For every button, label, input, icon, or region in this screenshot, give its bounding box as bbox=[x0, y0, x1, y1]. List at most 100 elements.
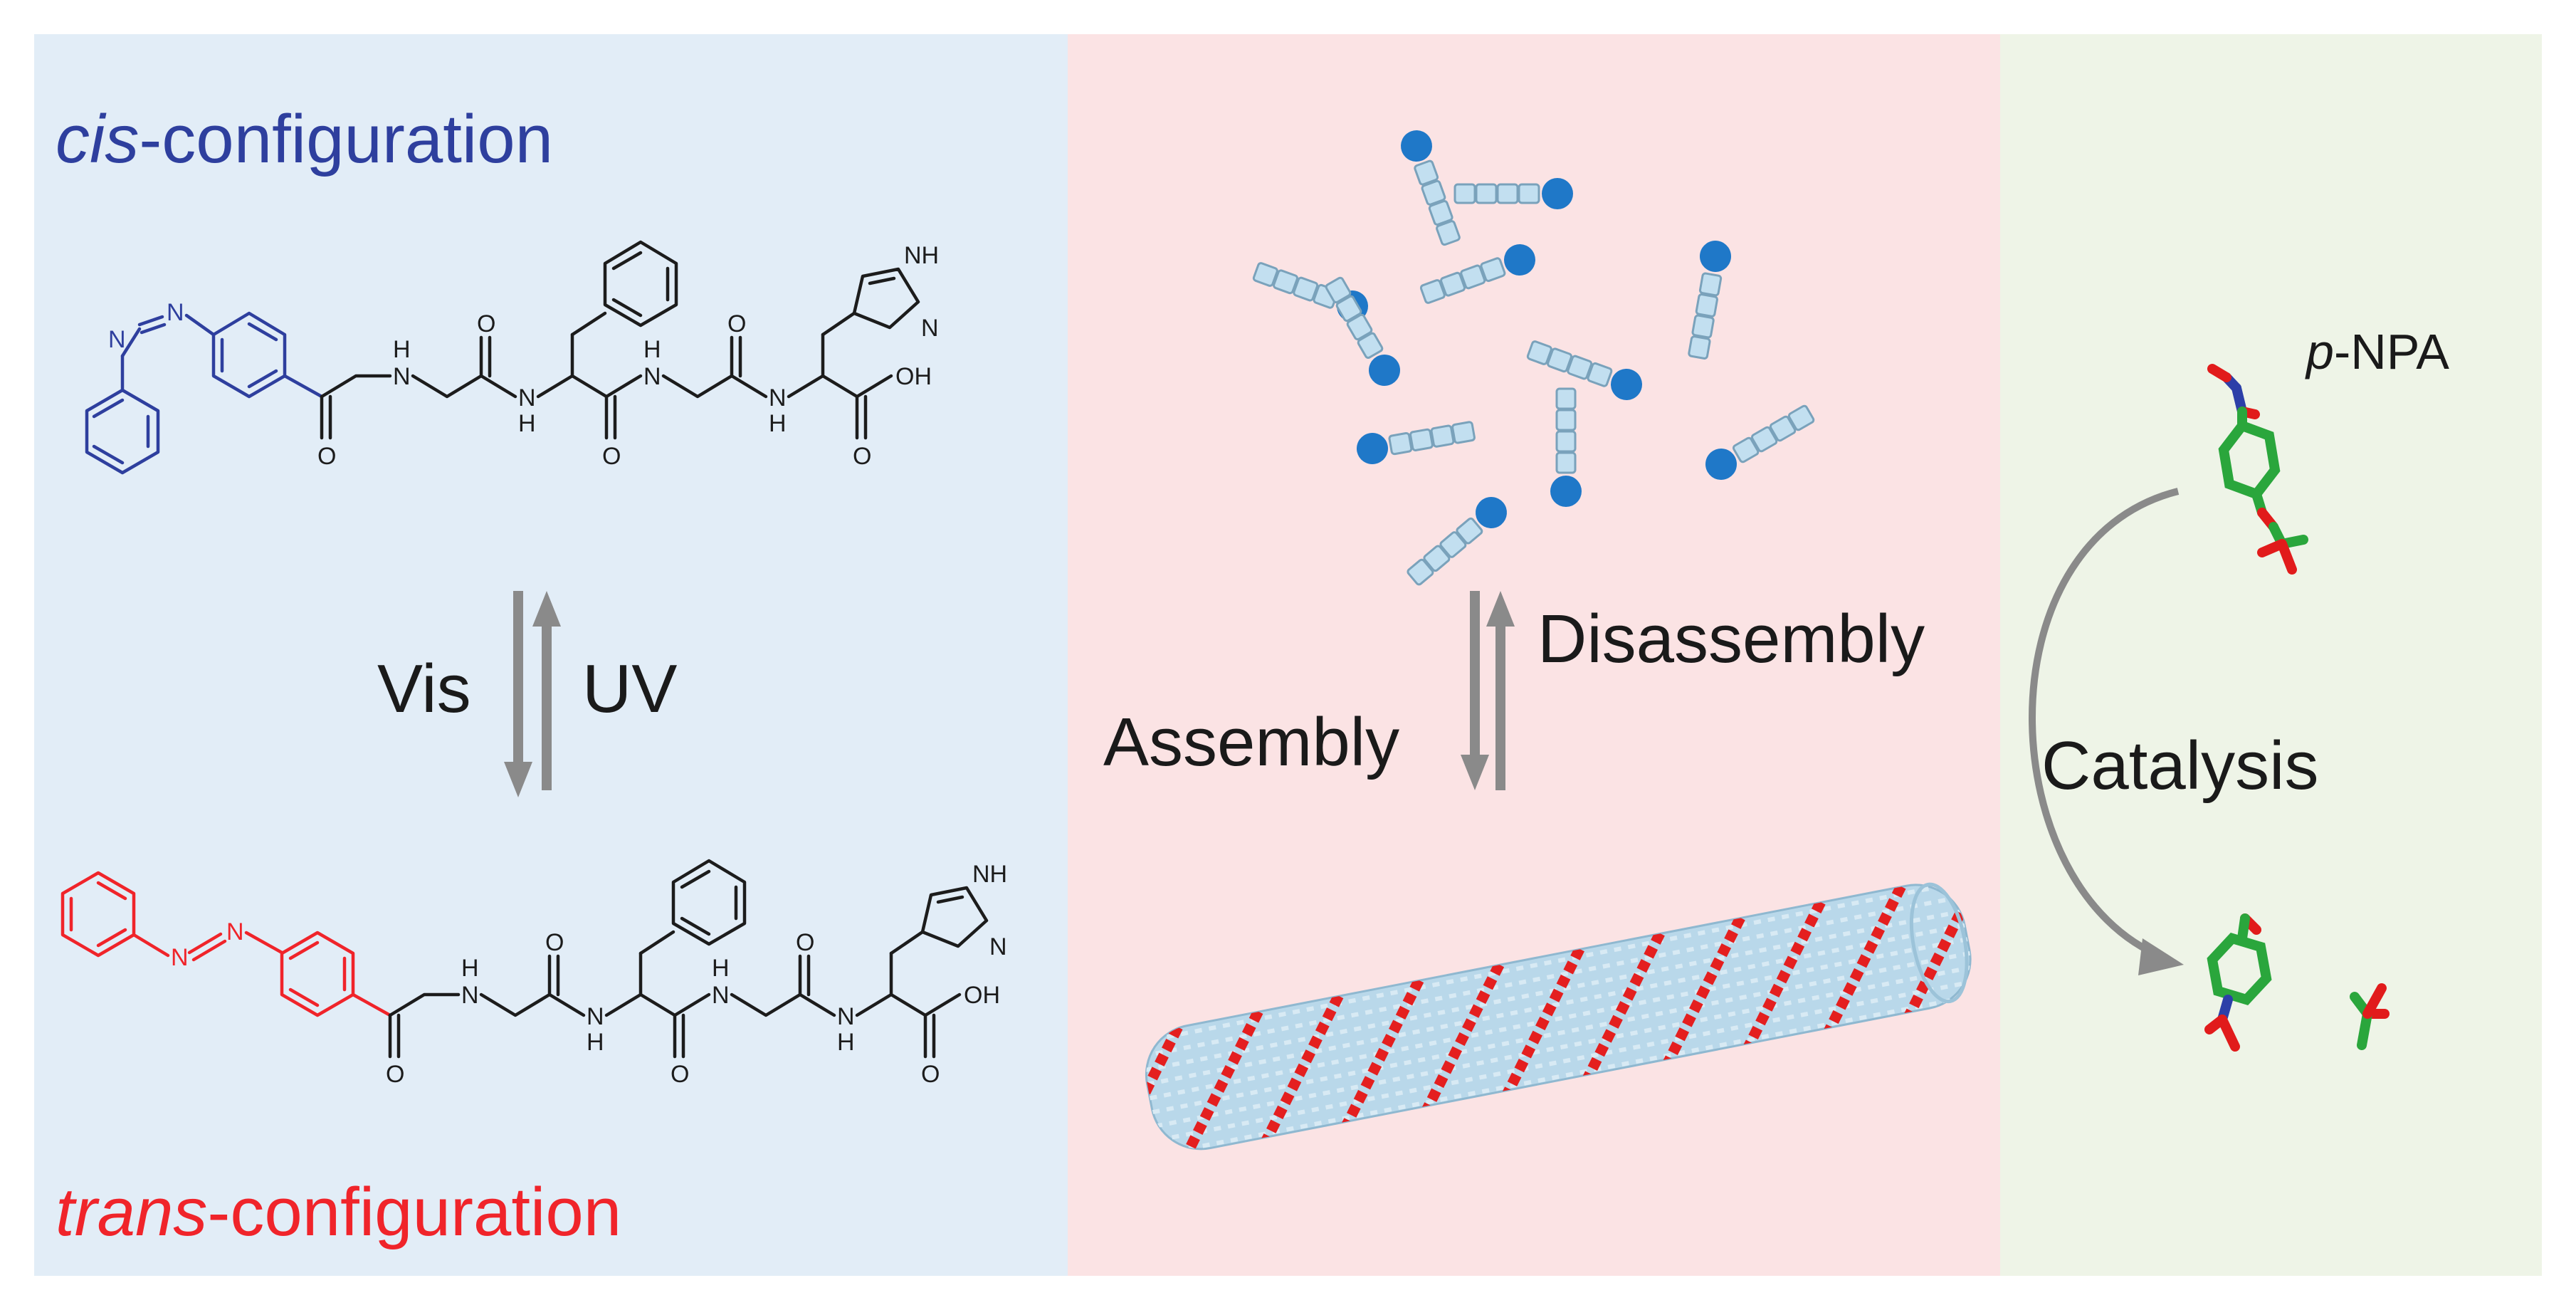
cis-imidazole-n: N bbox=[921, 315, 939, 342]
catalysis-arrow bbox=[2029, 488, 2180, 961]
fiber-texture-row bbox=[1149, 937, 1968, 1101]
cis-n-his: N bbox=[769, 384, 787, 412]
cis-h-gly1: H bbox=[393, 336, 411, 363]
monomer-segment bbox=[1518, 183, 1540, 204]
trans-h-gly2: H bbox=[712, 955, 730, 982]
monomer-segment bbox=[1750, 426, 1778, 453]
cis-title-italic: cis bbox=[56, 101, 139, 177]
trans-n-gly1: N bbox=[461, 982, 479, 1009]
monomer-segment bbox=[1787, 404, 1815, 431]
cis-phenyl-ring bbox=[85, 388, 160, 475]
monomer-segment bbox=[1293, 276, 1319, 302]
monomer-segment bbox=[1273, 269, 1299, 295]
trans-title-rest: -configuration bbox=[207, 1174, 621, 1250]
trans-phenyl-ring bbox=[61, 871, 136, 958]
trans-h-gly1: H bbox=[461, 955, 479, 982]
monomer-segment bbox=[1451, 421, 1476, 444]
acetate-stick-model bbox=[2350, 983, 2390, 1050]
monomer-segment bbox=[1460, 264, 1486, 290]
vis-uv-equilibrium: Vis UV bbox=[377, 591, 677, 797]
monomer-head-bead bbox=[1550, 476, 1582, 507]
cis-molecule: N N O N H O N H bbox=[85, 240, 939, 475]
cis-azo-n1: N bbox=[108, 326, 126, 353]
monomer-segment bbox=[1567, 355, 1593, 380]
monomer-head-bead bbox=[1700, 241, 1731, 272]
cis-o2: O bbox=[477, 310, 495, 337]
fiber-end-cap bbox=[1909, 882, 1969, 1004]
monomer bbox=[1407, 497, 1507, 586]
trans-imidazole-nh: NH bbox=[972, 861, 1007, 888]
cis-n-gly1: N bbox=[393, 363, 411, 390]
monomer-segment bbox=[1453, 183, 1476, 204]
monomer-segment bbox=[1430, 424, 1455, 448]
vis-arrowhead bbox=[504, 762, 532, 797]
monomer-segment bbox=[1475, 183, 1498, 204]
cis-o5: O bbox=[853, 443, 871, 470]
cis-configuration-title: cis-configuration bbox=[56, 101, 553, 177]
trans-benzyl-ring bbox=[671, 859, 747, 946]
cis-h-his: H bbox=[769, 410, 787, 437]
monomer-segment bbox=[1555, 430, 1577, 453]
catalysis-label: Catalysis bbox=[2041, 728, 2318, 804]
catalysis-arrowhead bbox=[2138, 938, 2184, 975]
pnpa-stick-model bbox=[2207, 364, 2308, 575]
trans-n-his: N bbox=[837, 1003, 855, 1030]
monomer-segment bbox=[1357, 332, 1384, 360]
fiber-texture-row bbox=[1157, 979, 1977, 1143]
cis-para-ring bbox=[211, 311, 287, 399]
cis-o3: O bbox=[602, 443, 621, 470]
cis-benzyl-ring bbox=[603, 240, 678, 328]
trans-title-italic: trans bbox=[56, 1174, 207, 1250]
substrate-label: p-NPA bbox=[2305, 324, 2449, 379]
monomer-segment bbox=[1388, 431, 1413, 456]
monomer-segment bbox=[1547, 347, 1573, 373]
monomer-head-bead bbox=[1611, 369, 1642, 400]
right-panel-background bbox=[2000, 34, 2542, 1276]
trans-azo-n2: N bbox=[226, 918, 244, 945]
monomer-segment bbox=[1252, 262, 1278, 287]
monomer-segment bbox=[1555, 387, 1577, 410]
monomer-segment bbox=[1335, 295, 1362, 323]
uv-label: UV bbox=[582, 651, 677, 727]
monomer-segment bbox=[1409, 428, 1434, 451]
cis-h-gly2: H bbox=[643, 336, 661, 363]
cis-imidazole-nh: NH bbox=[904, 242, 939, 269]
monomer-head-bead bbox=[1401, 130, 1432, 162]
monomer-segment bbox=[1555, 451, 1577, 474]
assembly-arrowhead bbox=[1461, 755, 1489, 790]
monomer-segment bbox=[1428, 199, 1453, 226]
monomer-segment bbox=[1346, 313, 1373, 341]
trans-o3: O bbox=[671, 1061, 689, 1088]
monomer bbox=[1419, 244, 1535, 304]
monomer-segment bbox=[1698, 272, 1723, 297]
fiber-texture-row bbox=[1155, 965, 1974, 1128]
monomer-segment bbox=[1688, 335, 1711, 360]
fiber-stripe bbox=[1821, 876, 1910, 1038]
fiber-texture-row bbox=[1152, 950, 1971, 1115]
left-panel: cis-configuration N N bbox=[56, 101, 1007, 1250]
monomer bbox=[1688, 241, 1731, 360]
monomer-segment bbox=[1439, 531, 1467, 558]
monomer-segment bbox=[1414, 159, 1439, 186]
fiber-texture-row bbox=[1141, 895, 1960, 1059]
monomer-segment bbox=[1440, 271, 1466, 297]
monomer bbox=[1526, 340, 1642, 400]
fiber-stripe bbox=[1580, 923, 1669, 1085]
vis-label: Vis bbox=[377, 651, 471, 727]
trans-o1: O bbox=[386, 1061, 404, 1088]
fiber-texture-row bbox=[1147, 923, 1965, 1086]
cis-title-rest: -configuration bbox=[139, 101, 553, 177]
uv-arrowhead bbox=[532, 591, 561, 627]
monomer-segment bbox=[1526, 340, 1552, 365]
trans-h-phe: H bbox=[587, 1029, 604, 1056]
monomer bbox=[1325, 276, 1400, 386]
cis-o1: O bbox=[317, 443, 336, 470]
fiber-stripe bbox=[1420, 954, 1508, 1116]
monomer-head-bead bbox=[1504, 244, 1535, 276]
monomer bbox=[1550, 387, 1582, 507]
trans-imidazole-n: N bbox=[989, 933, 1007, 960]
cis-h-phe: H bbox=[518, 410, 536, 437]
monomer-segment bbox=[1419, 279, 1446, 304]
monomer-head-bead bbox=[1476, 497, 1507, 528]
monomer bbox=[1705, 404, 1815, 480]
